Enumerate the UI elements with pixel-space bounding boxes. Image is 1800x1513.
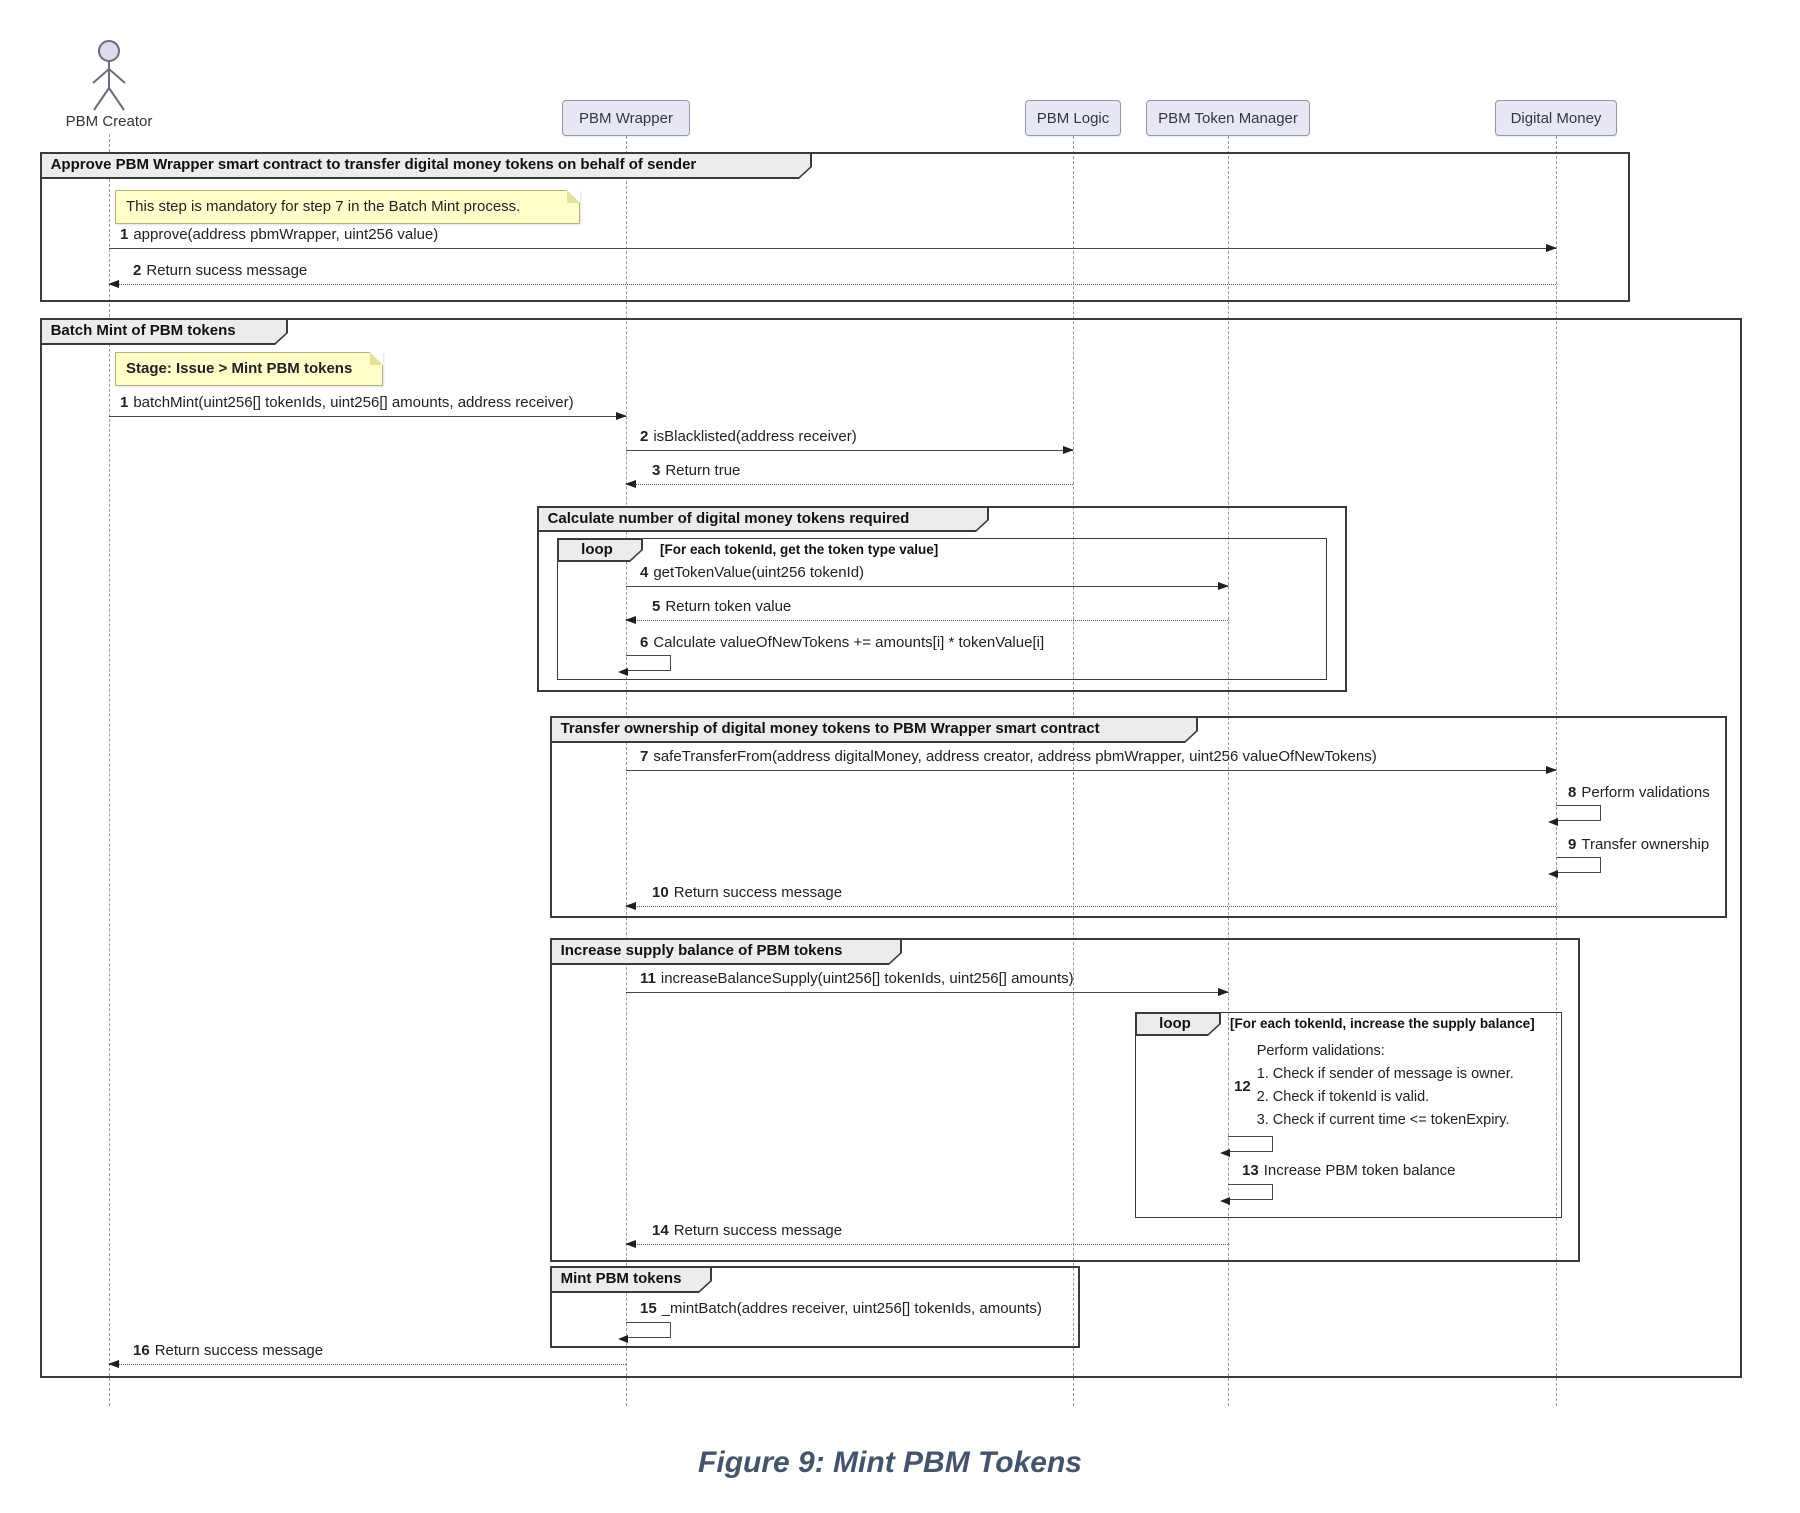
message-arrow-increasebalancesupply — [626, 988, 1229, 996]
frame-mint-tab: Mint PBM tokens — [550, 1266, 712, 1293]
lifeline-pbm-wrapper — [626, 136, 627, 1406]
loop-increase-guard: [For each tokenId, increase the supply b… — [1230, 1016, 1535, 1031]
frame-calculate-tab: Calculate number of digital money tokens… — [537, 506, 989, 532]
self-message-perform-validations — [1548, 805, 1601, 826]
message-arrow-return-success-16 — [108, 1360, 626, 1368]
loop-increase-operator: loop — [1137, 1014, 1220, 1035]
frame-approve-tab: Approve PBM Wrapper smart contract to tr… — [40, 152, 812, 179]
lifeline-pbm-logic — [1073, 136, 1074, 1406]
loop-frame-increase — [1135, 1012, 1562, 1218]
note-approve-mandatory: This step is mandatory for step 7 in the… — [115, 190, 580, 224]
frame-increase — [550, 938, 1580, 1262]
message-arrow-approve-1 — [109, 244, 1557, 252]
message-arrow-return-success-10 — [625, 902, 1556, 910]
loop-calc-operator: loop — [559, 540, 642, 561]
self-message-mintbatch-15 — [618, 1322, 671, 1343]
message-label-mintbatch-15: 15_mintBatch(addres receiver, uint256[] … — [640, 1300, 1042, 1317]
message-label-validations-12: 12 Perform validations: 1. Check if send… — [1234, 1040, 1514, 1132]
note-stage: Stage: Issue > Mint PBM tokens — [115, 352, 383, 386]
lifeline-pbm-creator — [109, 134, 110, 1406]
self-message-validations-12 — [1220, 1136, 1273, 1157]
frame-increase-tab: Increase supply balance of PBM tokens — [550, 938, 902, 965]
loop-calc-guard: [For each tokenId, get the token type va… — [660, 542, 939, 557]
loop-increase-tab: loop — [1135, 1012, 1221, 1036]
loop-frame-calc — [557, 538, 1327, 680]
loop-calc-tab: loop — [557, 538, 643, 562]
frame-batch-mint-tab: Batch Mint of PBM tokens — [40, 318, 288, 345]
message-arrow-isblacklisted — [626, 446, 1074, 454]
participant-label-digital-money: Digital Money — [1510, 109, 1602, 127]
frame-calculate-title: Calculate number of digital money tokens… — [539, 508, 988, 531]
frame-increase-title: Increase supply balance of PBM tokens — [552, 940, 901, 964]
participant-box-digital-money: Digital Money — [1495, 100, 1617, 136]
frame-approve — [40, 152, 1630, 302]
frame-transfer-tab: Transfer ownership of digital money toke… — [550, 716, 1198, 743]
frame-batch-mint-title: Batch Mint of PBM tokens — [42, 320, 287, 344]
frame-mint-title: Mint PBM tokens — [552, 1268, 711, 1292]
frame-batch-mint — [40, 318, 1742, 1378]
message-lines-12: Perform validations: 1. Check if sender … — [1256, 1043, 1514, 1128]
message-number-12: 12 — [1234, 1077, 1251, 1095]
participant-label-pbm-wrapper: PBM Wrapper — [579, 109, 673, 127]
message-arrow-batchmint — [109, 412, 627, 420]
message-arrow-gettokenvalue — [626, 582, 1229, 590]
message-arrow-return-true — [625, 480, 1073, 488]
participant-box-pbm-wrapper: PBM Wrapper — [562, 100, 690, 136]
frame-mint — [550, 1266, 1080, 1348]
frame-transfer-title: Transfer ownership of digital money toke… — [552, 718, 1197, 742]
participant-label-pbm-token-manager: PBM Token Manager — [1158, 109, 1298, 127]
participant-box-pbm-token-manager: PBM Token Manager — [1146, 100, 1310, 136]
figure-caption: Figure 9: Mint PBM Tokens — [698, 1446, 1082, 1479]
lifeline-pbm-token-manager — [1228, 136, 1229, 1406]
frame-approve-title: Approve PBM Wrapper smart contract to tr… — [42, 154, 811, 178]
self-message-increase-balance-13 — [1220, 1184, 1273, 1205]
message-arrow-safetransferfrom — [626, 766, 1557, 774]
actor-stick-figure-icon — [92, 40, 126, 111]
participant-box-pbm-logic: PBM Logic — [1025, 100, 1121, 136]
participant-label-pbm-creator: PBM Creator — [65, 113, 153, 130]
message-arrow-return-success-14 — [625, 1240, 1228, 1248]
self-message-calc-value — [618, 655, 671, 676]
message-arrow-approve-2 — [108, 280, 1556, 288]
message-arrow-return-token-value — [625, 616, 1228, 624]
participant-label-pbm-logic: PBM Logic — [1036, 109, 1110, 127]
self-message-transfer-ownership — [1548, 857, 1601, 878]
